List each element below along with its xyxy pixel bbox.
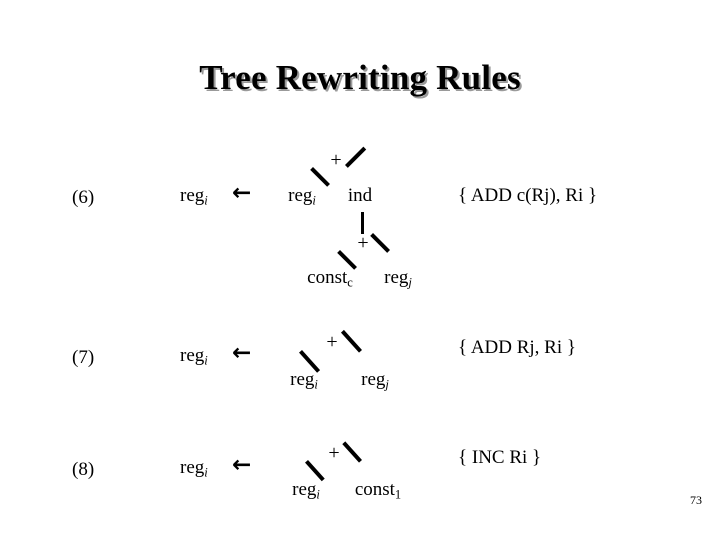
page-number: 73 <box>690 493 702 507</box>
tree-node-const-1: const1 <box>354 479 402 502</box>
lhs-label: reg <box>180 345 205 366</box>
lhs-label: reg <box>180 185 205 206</box>
rule-arrow-6: ← <box>232 180 252 206</box>
tree-node-plus-root: + <box>330 149 342 171</box>
rule-lhs-8: regi <box>180 457 208 480</box>
tree-edge-root-right <box>340 329 362 353</box>
rule-number-7: (7) <box>72 347 95 368</box>
tree-node-plus-root: + <box>328 442 340 464</box>
page-title: Tree Rewriting Rules <box>199 58 521 97</box>
rule-action-6: { ADD c(Rj), Ri } <box>458 185 598 206</box>
rule-number-6: (6) <box>72 187 95 208</box>
tree-edge-nested-right <box>370 233 390 253</box>
tree-edge-ind-down <box>361 212 364 234</box>
rule-number-8: (8) <box>72 459 95 480</box>
tree-node-reg-j: regj <box>361 369 389 392</box>
rule-action-8: { INC Ri } <box>458 447 542 468</box>
tree-node-reg-i: regi <box>290 369 318 392</box>
tree-node-reg-j: regj <box>384 267 412 290</box>
rule-arrow-8: ← <box>232 452 252 478</box>
lhs-subscript: i <box>204 353 208 368</box>
tree-node-const-c: constc <box>307 267 353 290</box>
tree-edge-root-right <box>342 441 362 463</box>
rule-lhs-6: regi <box>180 185 208 208</box>
tree-node-ind: ind <box>347 185 373 206</box>
lhs-subscript: i <box>204 193 208 208</box>
rule-action-7: { ADD Rj, Ri } <box>458 337 577 358</box>
tree-node-reg-i: regi <box>288 185 316 208</box>
tree-node-plus-root: + <box>326 331 338 353</box>
rule-arrow-7: ← <box>232 340 252 366</box>
tree-edge-root-right <box>345 146 367 168</box>
tree-node-reg-i: regi <box>292 479 320 502</box>
lhs-label: reg <box>180 457 205 478</box>
tree-node-plus-nested: + <box>357 232 369 254</box>
lhs-subscript: i <box>204 465 208 480</box>
tree-edge-root-left <box>310 167 330 187</box>
rule-lhs-7: regi <box>180 345 208 368</box>
